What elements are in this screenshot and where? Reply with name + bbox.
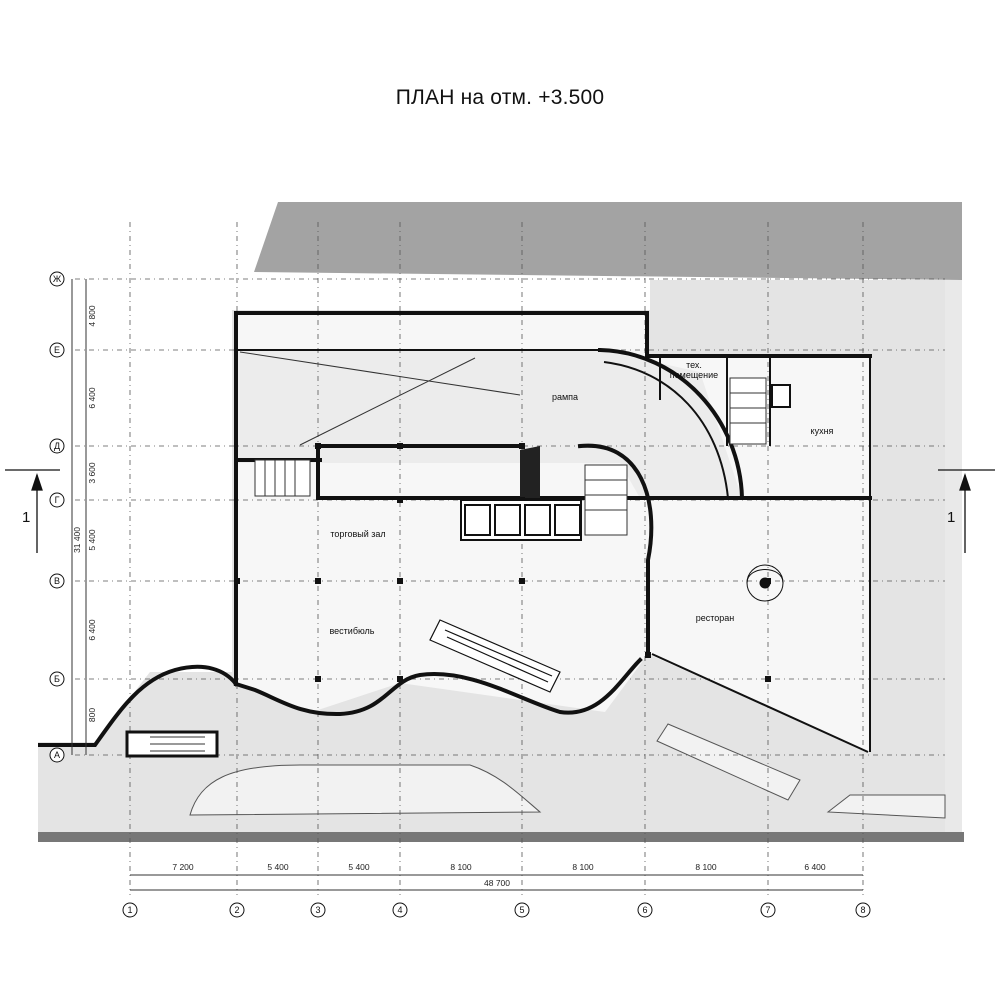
dim-label: 5 400 xyxy=(267,862,289,872)
planter-left xyxy=(189,764,542,816)
stairs xyxy=(254,377,791,536)
axis-label: Б xyxy=(54,674,60,684)
elevator-bank xyxy=(460,499,582,541)
axis-label: 8 xyxy=(860,905,865,915)
dim-label: 4 800 xyxy=(87,305,97,327)
axis-label: Д xyxy=(54,441,60,451)
axis-label: 6 xyxy=(642,905,647,915)
planter-right xyxy=(826,794,946,819)
room-labels: рампа тех. помещение кухня торговый зал … xyxy=(330,360,834,636)
axis-label: 3 xyxy=(315,905,320,915)
axis-label: Ж xyxy=(53,274,62,284)
room-kitchen: кухня xyxy=(811,426,834,436)
dim-label: 3 600 xyxy=(87,462,97,484)
axis-numbers-bottom: 1 2 3 4 5 6 7 8 xyxy=(122,902,871,918)
dim-label: 6 400 xyxy=(87,619,97,641)
section-label-right: 1 xyxy=(947,509,955,526)
axis-label: 5 xyxy=(519,905,524,915)
escalator xyxy=(429,619,561,693)
dim-label: 800 xyxy=(87,708,97,722)
dim-label: 6 400 xyxy=(804,862,826,872)
axis-label: А xyxy=(54,750,60,760)
axis-label: 2 xyxy=(234,905,239,915)
dim-label: 7 200 xyxy=(172,862,194,872)
section-label-left: 1 xyxy=(22,509,30,526)
room-tech-2: помещение xyxy=(670,370,718,380)
room-tech: тех. xyxy=(686,360,702,370)
axis-letters-left: Ж Е Д Г В Б А xyxy=(49,271,65,763)
dim-label: 8 100 xyxy=(572,862,594,872)
axis-label: Г xyxy=(55,495,60,505)
dim-label: 8 100 xyxy=(450,862,472,872)
road-area xyxy=(945,280,962,832)
ramp-floor xyxy=(236,350,742,498)
vertical-dimensions: 4 800 6 400 3 600 5 400 6 400 800 31 400 xyxy=(71,279,97,755)
room-sales-hall: торговый зал xyxy=(330,529,385,539)
dim-total-label: 31 400 xyxy=(72,527,82,553)
axis-label: 7 xyxy=(765,905,770,915)
walls xyxy=(38,311,872,758)
room-lobby: вестибюль xyxy=(330,626,375,636)
axis-label: 4 xyxy=(397,905,402,915)
spiral-stair xyxy=(746,564,784,602)
dim-label: 6 400 xyxy=(87,387,97,409)
neighbor-building xyxy=(254,202,962,280)
planter-diagonal xyxy=(656,723,801,801)
horizontal-dimensions: 7 200 5 400 5 400 8 100 8 100 8 100 6 40… xyxy=(130,862,863,891)
dim-label: 8 100 xyxy=(695,862,717,872)
dim-label: 5 400 xyxy=(87,529,97,551)
sidewalk-strip xyxy=(38,832,964,842)
room-ramp: рампа xyxy=(552,392,578,402)
room-restaurant: ресторан xyxy=(696,613,735,623)
axis-label: Е xyxy=(54,345,60,355)
axis-label: В xyxy=(54,576,60,586)
axis-label: 1 xyxy=(127,905,132,915)
section-mark-right xyxy=(938,469,995,553)
plan-title: ПЛАН на отм. +3.500 xyxy=(395,86,605,109)
dim-total-label: 48 700 xyxy=(484,878,510,888)
section-mark-left xyxy=(5,469,60,553)
dim-label: 5 400 xyxy=(348,862,370,872)
